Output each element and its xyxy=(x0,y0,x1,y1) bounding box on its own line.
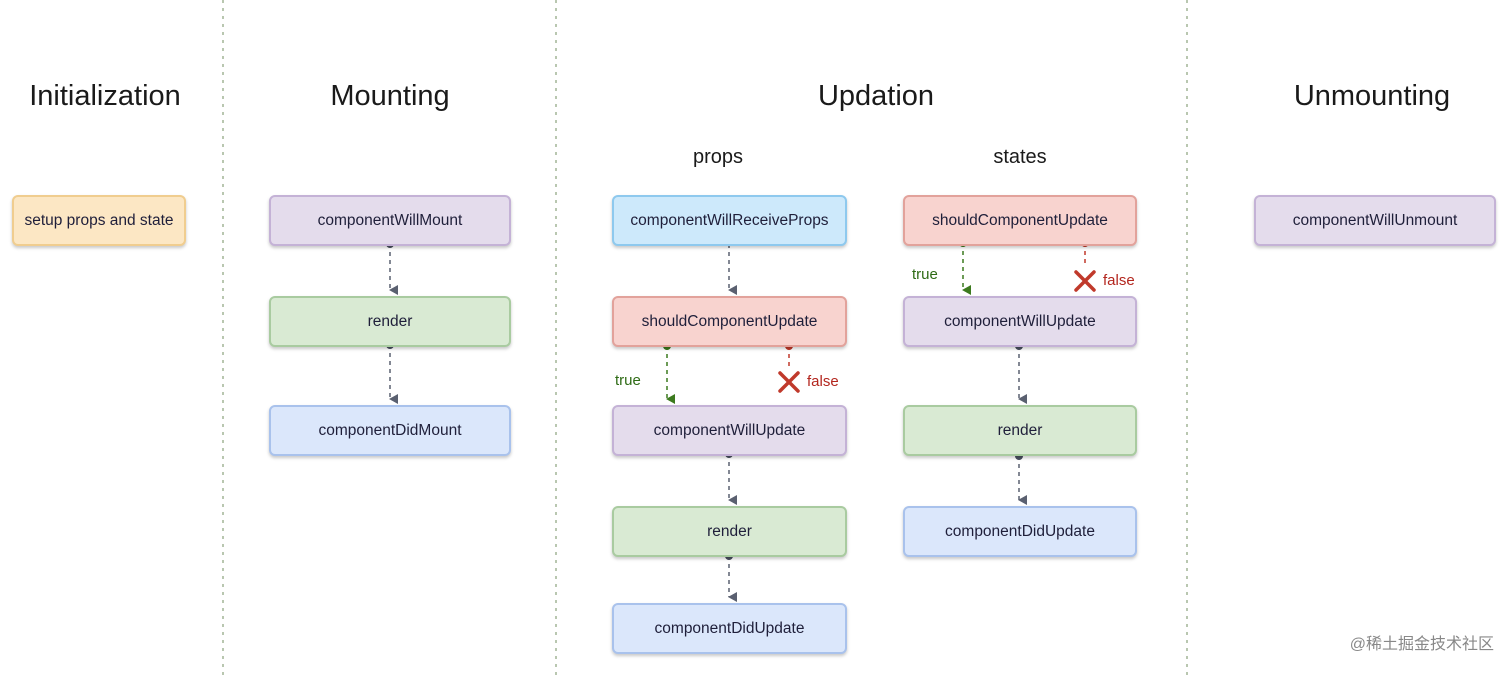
node-component-will-update: componentWillUpdate xyxy=(903,296,1137,347)
true-label: true xyxy=(912,266,938,283)
node-label: render xyxy=(997,421,1043,439)
node-label: shouldComponentUpdate xyxy=(641,312,818,330)
false-label: false xyxy=(807,373,839,390)
connector xyxy=(386,341,398,404)
subtitle-states: states xyxy=(993,146,1047,168)
phase-title-mounting: Mounting xyxy=(330,80,450,112)
node-should-component-update: shouldComponentUpdate xyxy=(612,296,847,347)
phase-title-initialization: Initialization xyxy=(29,80,181,112)
true-label: true xyxy=(615,372,641,389)
connector xyxy=(725,450,737,505)
phase-title-updation: Updation xyxy=(817,80,935,112)
node-label: render xyxy=(367,312,413,330)
connector xyxy=(386,240,398,295)
node-should-component-update: shouldComponentUpdate xyxy=(903,195,1137,246)
phase-title-unmounting: Unmounting xyxy=(1293,80,1451,112)
node-component-did-update: componentDidUpdate xyxy=(903,506,1137,557)
node-label: componentWillUnmount xyxy=(1292,211,1458,229)
false-x-icon xyxy=(778,371,800,393)
node-component-did-mount: componentDidMount xyxy=(269,405,511,456)
node-render: render xyxy=(903,405,1137,456)
node-render: render xyxy=(612,506,847,557)
connector xyxy=(725,552,737,602)
node-label: componentWillUpdate xyxy=(653,421,806,439)
node-component-did-update: componentDidUpdate xyxy=(612,603,847,654)
watermark: @稀土掘金技术社区 xyxy=(1349,636,1494,653)
node-component-will-mount: componentWillMount xyxy=(269,195,511,246)
node-component-will-unmount: componentWillUnmount xyxy=(1254,195,1496,246)
node-label: componentDidMount xyxy=(318,421,462,439)
node-label: componentWillReceiveProps xyxy=(630,211,829,229)
node-setup-props-and-state: setup props and state xyxy=(12,195,186,246)
node-label: shouldComponentUpdate xyxy=(932,211,1108,229)
false-x-icon xyxy=(1074,270,1096,292)
node-label: setup props and state xyxy=(24,211,174,229)
node-label: render xyxy=(707,522,752,540)
node-label: componentWillUpdate xyxy=(944,312,1096,330)
node-label: componentDidUpdate xyxy=(945,522,1095,540)
subtitle-props: props xyxy=(692,146,744,168)
connector xyxy=(1015,342,1027,404)
node-label: componentDidUpdate xyxy=(654,619,805,637)
node-component-will-update: componentWillUpdate xyxy=(612,405,847,456)
true-path xyxy=(663,342,675,404)
false-label: false xyxy=(1103,272,1135,289)
node-label: componentWillMount xyxy=(317,211,463,229)
node-render: render xyxy=(269,296,511,347)
connector xyxy=(1015,452,1027,505)
true-path xyxy=(959,239,971,295)
node-component-will-receive-props: componentWillReceiveProps xyxy=(612,195,847,246)
